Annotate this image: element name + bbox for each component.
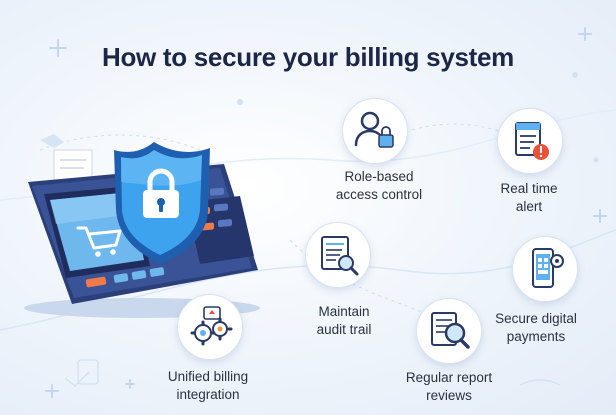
audit-document-icon [321, 236, 359, 276]
page-title: How to secure your billing system [102, 42, 514, 72]
feature-label-line1: Role-based [344, 169, 414, 184]
feature-label-line1: Maintain [318, 304, 370, 319]
feature-label-line2: alert [515, 199, 543, 214]
feature-label-regular-report-reviews: Regular report reviews [384, 369, 514, 405]
alert-document-icon [515, 122, 549, 160]
billing-terminal-illustration [24, 142, 260, 318]
secure-digital-payments-badge [512, 236, 578, 302]
feature-label-line2: integration [176, 387, 240, 402]
feature-label-line1: Real time [500, 181, 558, 196]
regular-report-reviews-badge [416, 298, 482, 364]
role-based-access-badge [342, 98, 408, 164]
feature-label-line2: access control [335, 187, 423, 202]
mobile-payment-icon [532, 248, 564, 288]
feature-label-line1: Secure digital [495, 311, 577, 326]
user-lock-icon [354, 111, 394, 148]
feature-label-role-based-access: Role-based access control [314, 168, 444, 204]
feature-label-line2: payments [506, 329, 566, 344]
feature-label-line2: reviews [426, 388, 472, 403]
feature-label-secure-digital-payments: Secure digital payments [471, 310, 601, 346]
feature-label-line2: audit trail [316, 322, 372, 337]
gears-integration-icon [190, 306, 233, 346]
feature-label-unified-billing-integration: Unified billing integration [143, 368, 273, 404]
feature-label-real-time-alert: Real time alert [464, 180, 594, 216]
real-time-alert-badge [497, 108, 563, 174]
feature-label-line1: Regular report [405, 370, 493, 385]
unified-billing-integration-badge [177, 294, 243, 360]
feature-label-line1: Unified billing [167, 369, 249, 384]
audit-trail-badge [305, 222, 371, 288]
feature-label-audit-trail: Maintain audit trail [279, 303, 409, 339]
report-magnifier-icon [431, 312, 470, 349]
